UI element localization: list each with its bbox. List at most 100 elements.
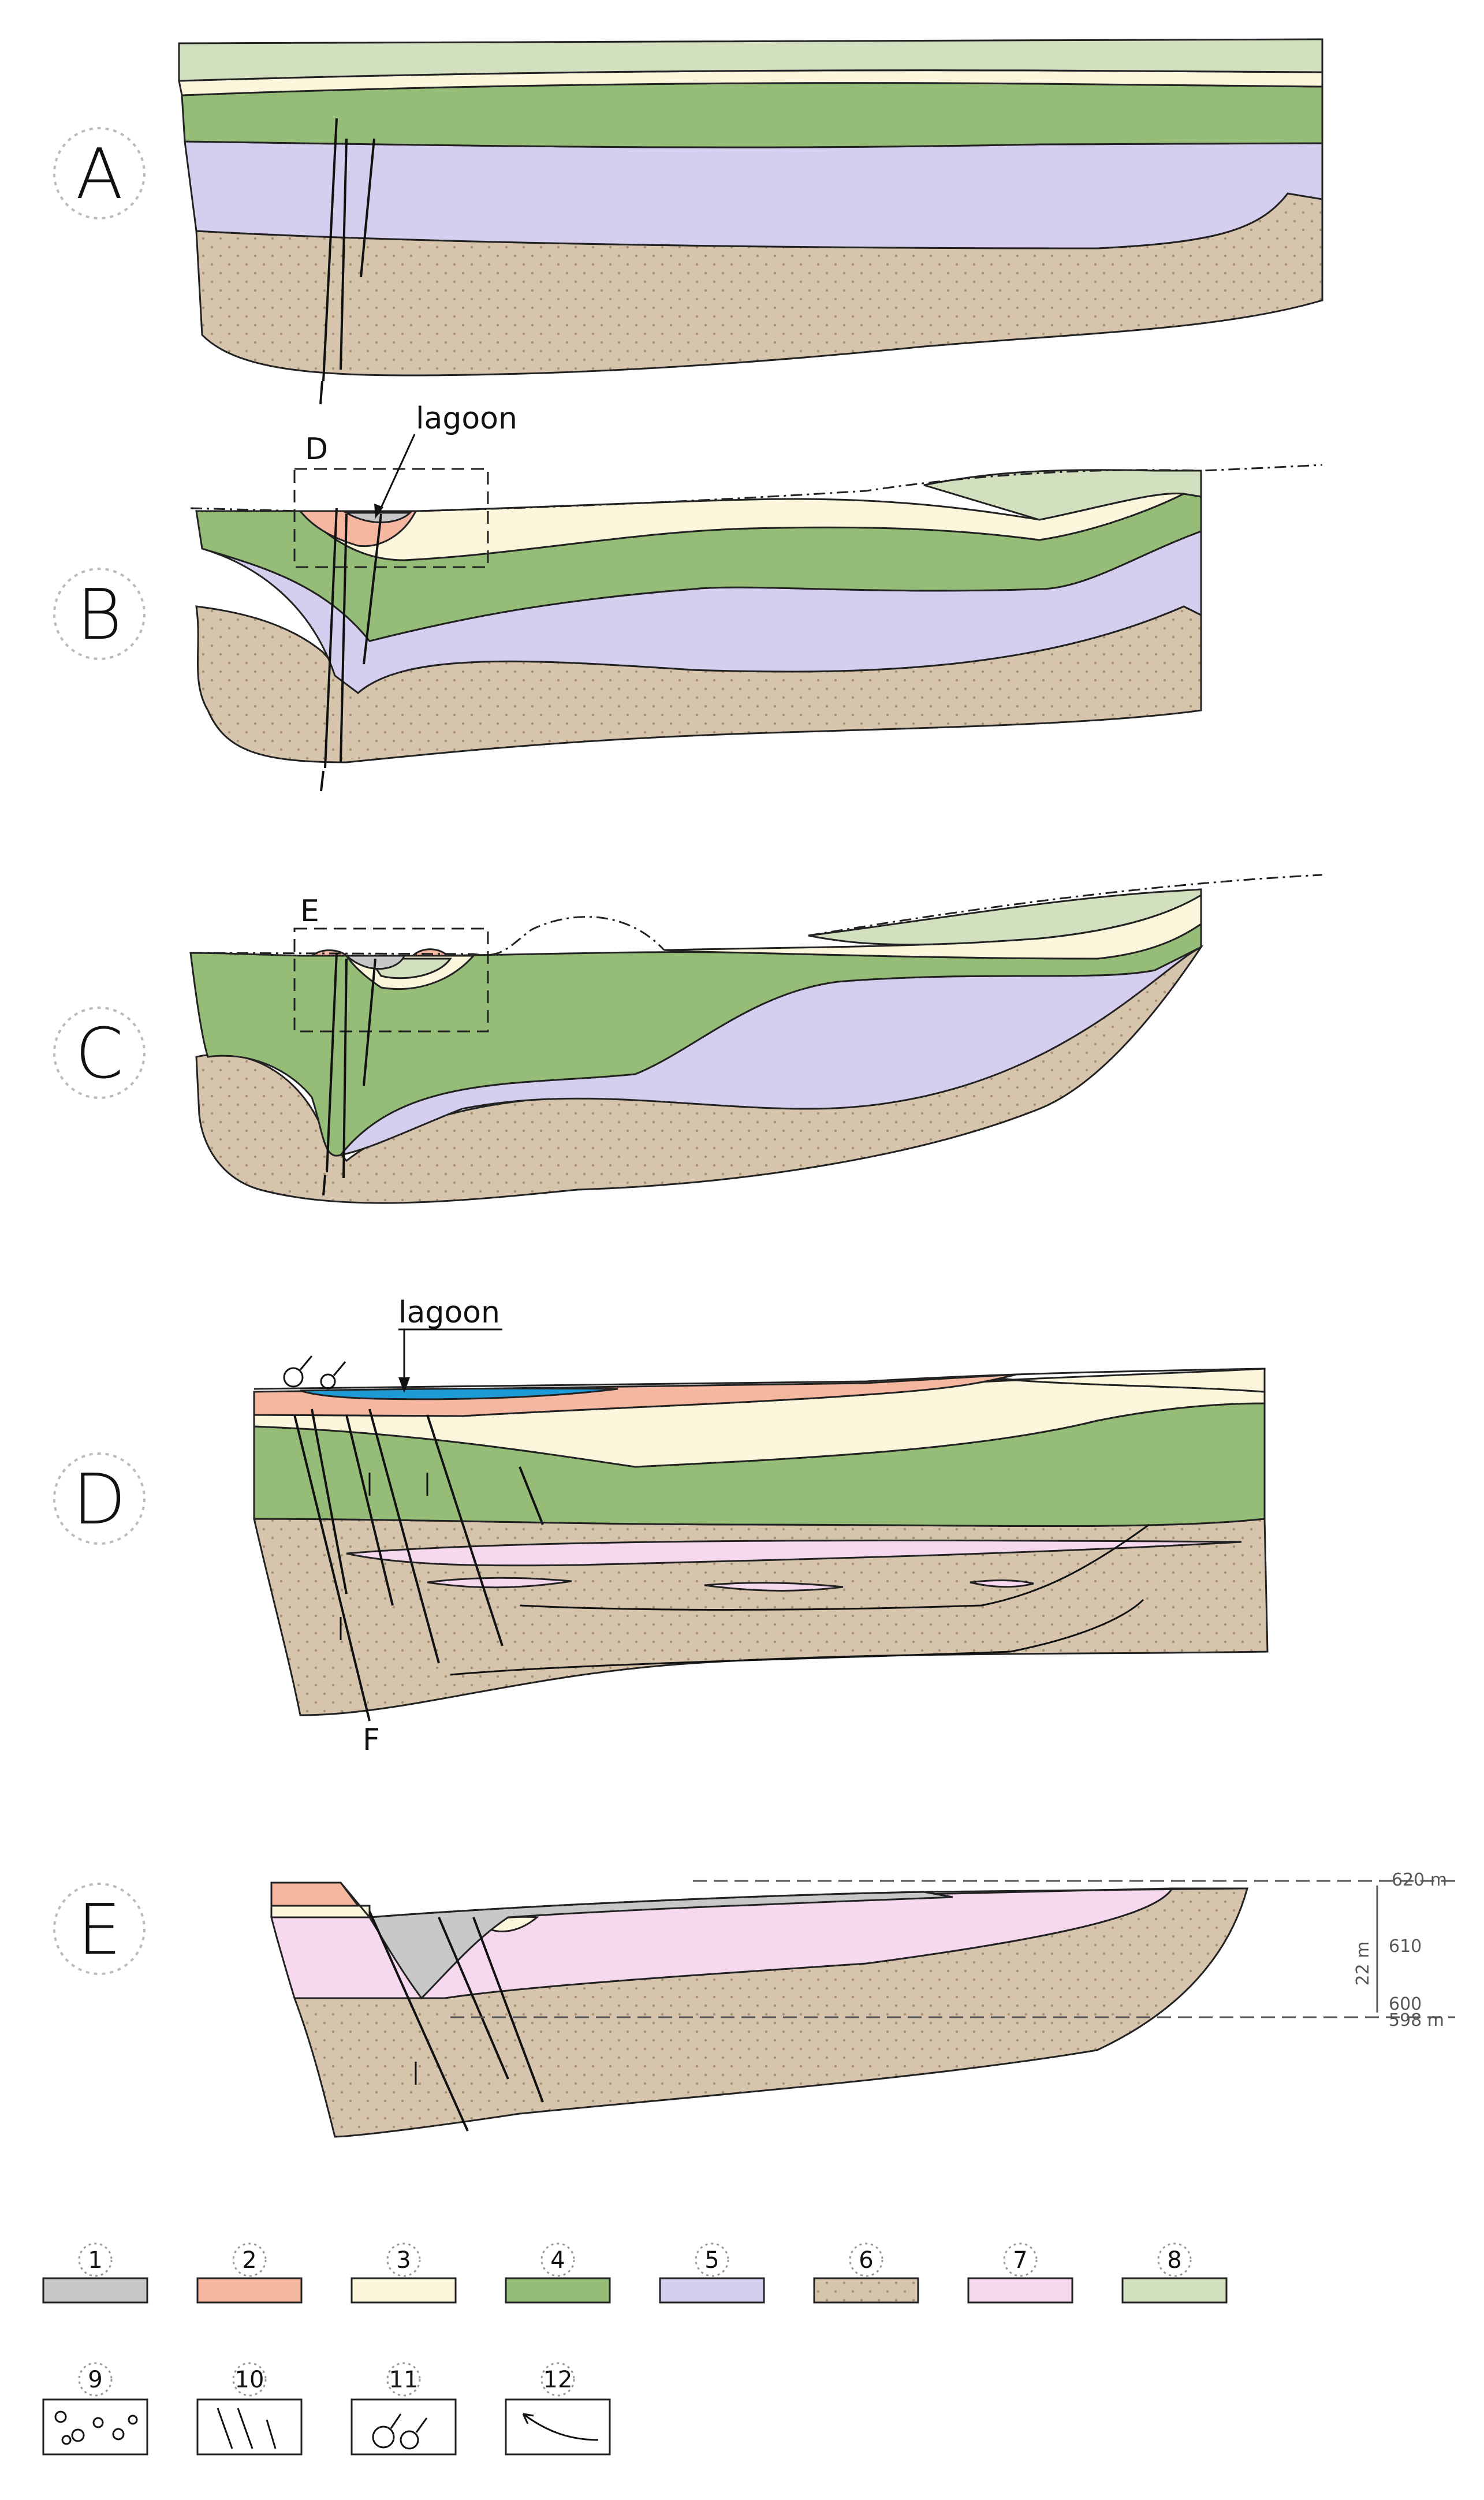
legend-item-5: 5 [659, 2242, 765, 2304]
panel-d-unit7-lens2 [427, 1577, 572, 1589]
panel-e-elevation-lines [450, 1880, 1455, 2018]
flow-arrow-icon [522, 2413, 599, 2441]
panel-d-flow-arrows [340, 1473, 1150, 1676]
panel-d-gas-bubbles-icon [283, 1355, 346, 1389]
panel-d-unit7-lens3 [704, 1582, 844, 1592]
panel-c-letter-circle [53, 1007, 146, 1099]
panel-d-faults [293, 1409, 544, 1722]
panel-b-unit1-lagoon [343, 512, 412, 523]
panel-d-lagoon-label: lagoon [398, 1295, 500, 1330]
panel-e-surface [271, 1881, 1248, 1918]
panel-c-ground-line [190, 874, 1323, 956]
legend-swatch [1121, 2277, 1228, 2304]
legend-number-circle [849, 2242, 883, 2277]
legend-item-8: 8 [1121, 2242, 1228, 2304]
panel-d-letter: D [73, 1460, 126, 1540]
legend-swatch [505, 2277, 611, 2304]
panel-b-unit3 [298, 492, 1202, 561]
panel-e: E 620 m 22 m 610 600 598 m [53, 1870, 1455, 2138]
panel-c-unit8 [808, 888, 1202, 946]
panel-e-faults [368, 1911, 544, 2132]
panel-b-lagoon-arrowhead [374, 504, 383, 519]
legend-swatch [351, 2277, 457, 2304]
panel-c-inset-box-e [293, 927, 489, 1033]
legend-number: 7 [1013, 2247, 1027, 2274]
legend-item-4: 4 [505, 2242, 611, 2304]
legend-item-2: 2 [196, 2242, 303, 2304]
panel-a-letter-circle [53, 127, 146, 219]
panel-e-letter: E [77, 1890, 121, 1970]
panel-c-inset-label: E [300, 894, 319, 929]
panel-a-unit4 [181, 82, 1323, 148]
legend-number-circle [540, 2242, 575, 2277]
legend-swatch [196, 2277, 303, 2304]
legend-color-swatches: 1 2 3 4 5 6 7 8 [42, 2242, 1228, 2304]
panel-b-inset-box-d [293, 468, 489, 568]
legend-number-circle [78, 2362, 113, 2397]
legend-number-circle [1003, 2242, 1038, 2277]
legend-item-6: 6 [813, 2242, 919, 2304]
legend-number: 4 [550, 2247, 565, 2274]
legend-swatch [813, 2277, 919, 2304]
legend-number: 1 [88, 2247, 102, 2274]
panel-e-letter-circle [53, 1883, 146, 1975]
panel-b-faults [320, 508, 382, 792]
panel-a-unit8 [178, 38, 1323, 82]
panel-b-unit8 [923, 469, 1202, 521]
panel-c: C E [53, 874, 1323, 1204]
legend-number: 5 [704, 2247, 719, 2274]
legend-number-circle [386, 2362, 421, 2397]
panel-b-letter-circle [53, 568, 146, 660]
legend-symbol-box [505, 2398, 611, 2456]
legend-swatch [42, 2277, 148, 2304]
panel-e-unit3 [270, 1905, 371, 1918]
panel-d-surface-line [253, 1368, 1265, 1390]
panel-c-letter: C [75, 1014, 124, 1094]
panel-b-inset-label: D [305, 432, 328, 467]
panel-d-unit7-lens4 [970, 1579, 1034, 1588]
legend-symbols: 9 10 11 12 [42, 2362, 611, 2456]
panel-e-elev-mid: 610 [1389, 1936, 1422, 1957]
panel-b: B D lagoon [53, 401, 1323, 792]
panel-b-lagoon-pointer [377, 434, 416, 515]
legend-item-7: 7 [967, 2242, 1073, 2304]
legend-item-10: 10 [196, 2362, 303, 2456]
panel-d-lagoon-arrowhead [398, 1377, 410, 1393]
gas-bubbles-icon [372, 2413, 428, 2450]
legend-number-circle [232, 2242, 267, 2277]
legend-number-circle [540, 2362, 575, 2397]
panel-a-letter: A [76, 135, 123, 215]
legend-item-1: 1 [42, 2242, 148, 2304]
legend-number-circle [386, 2242, 421, 2277]
legend-swatch [659, 2277, 765, 2304]
legend-number: 11 [389, 2367, 419, 2393]
panel-b-lagoon-label: lagoon [416, 401, 517, 436]
legend-number: 6 [859, 2247, 873, 2274]
panel-a: A [53, 38, 1323, 405]
panel-a-unit5 [184, 140, 1323, 249]
panel-c-unit4 [189, 922, 1202, 1157]
legend-number: 2 [242, 2247, 256, 2274]
panel-a-faults [319, 118, 375, 405]
legend-number: 3 [396, 2247, 411, 2274]
panel-d-unit7-lens [346, 1539, 1242, 1567]
panel-e-elev-thickness: 22 m [1353, 1942, 1373, 1986]
panel-e-unit2 [270, 1881, 360, 1907]
legend-number: 8 [1167, 2247, 1181, 2274]
panel-d-letter-circle [53, 1452, 146, 1545]
legend-item-12: 12 [505, 2362, 611, 2456]
legend-symbol-box [196, 2398, 303, 2456]
panel-b-ground-line [190, 464, 1323, 512]
legend-number: 10 [235, 2367, 264, 2393]
panel-c-unit2-right [411, 948, 450, 957]
legend-number-circle [78, 2242, 113, 2277]
panel-e-elev-top: 620 m [1392, 1870, 1447, 1890]
faults-icon [217, 2408, 277, 2449]
panel-e-elev-low-b: 598 m [1389, 2010, 1444, 2030]
legend-number: 12 [543, 2367, 573, 2393]
panel-d-fault-label: F [363, 1723, 380, 1757]
legend-swatch [967, 2277, 1073, 2304]
legend-number: 9 [88, 2367, 102, 2393]
panel-c-faults [322, 952, 376, 1196]
